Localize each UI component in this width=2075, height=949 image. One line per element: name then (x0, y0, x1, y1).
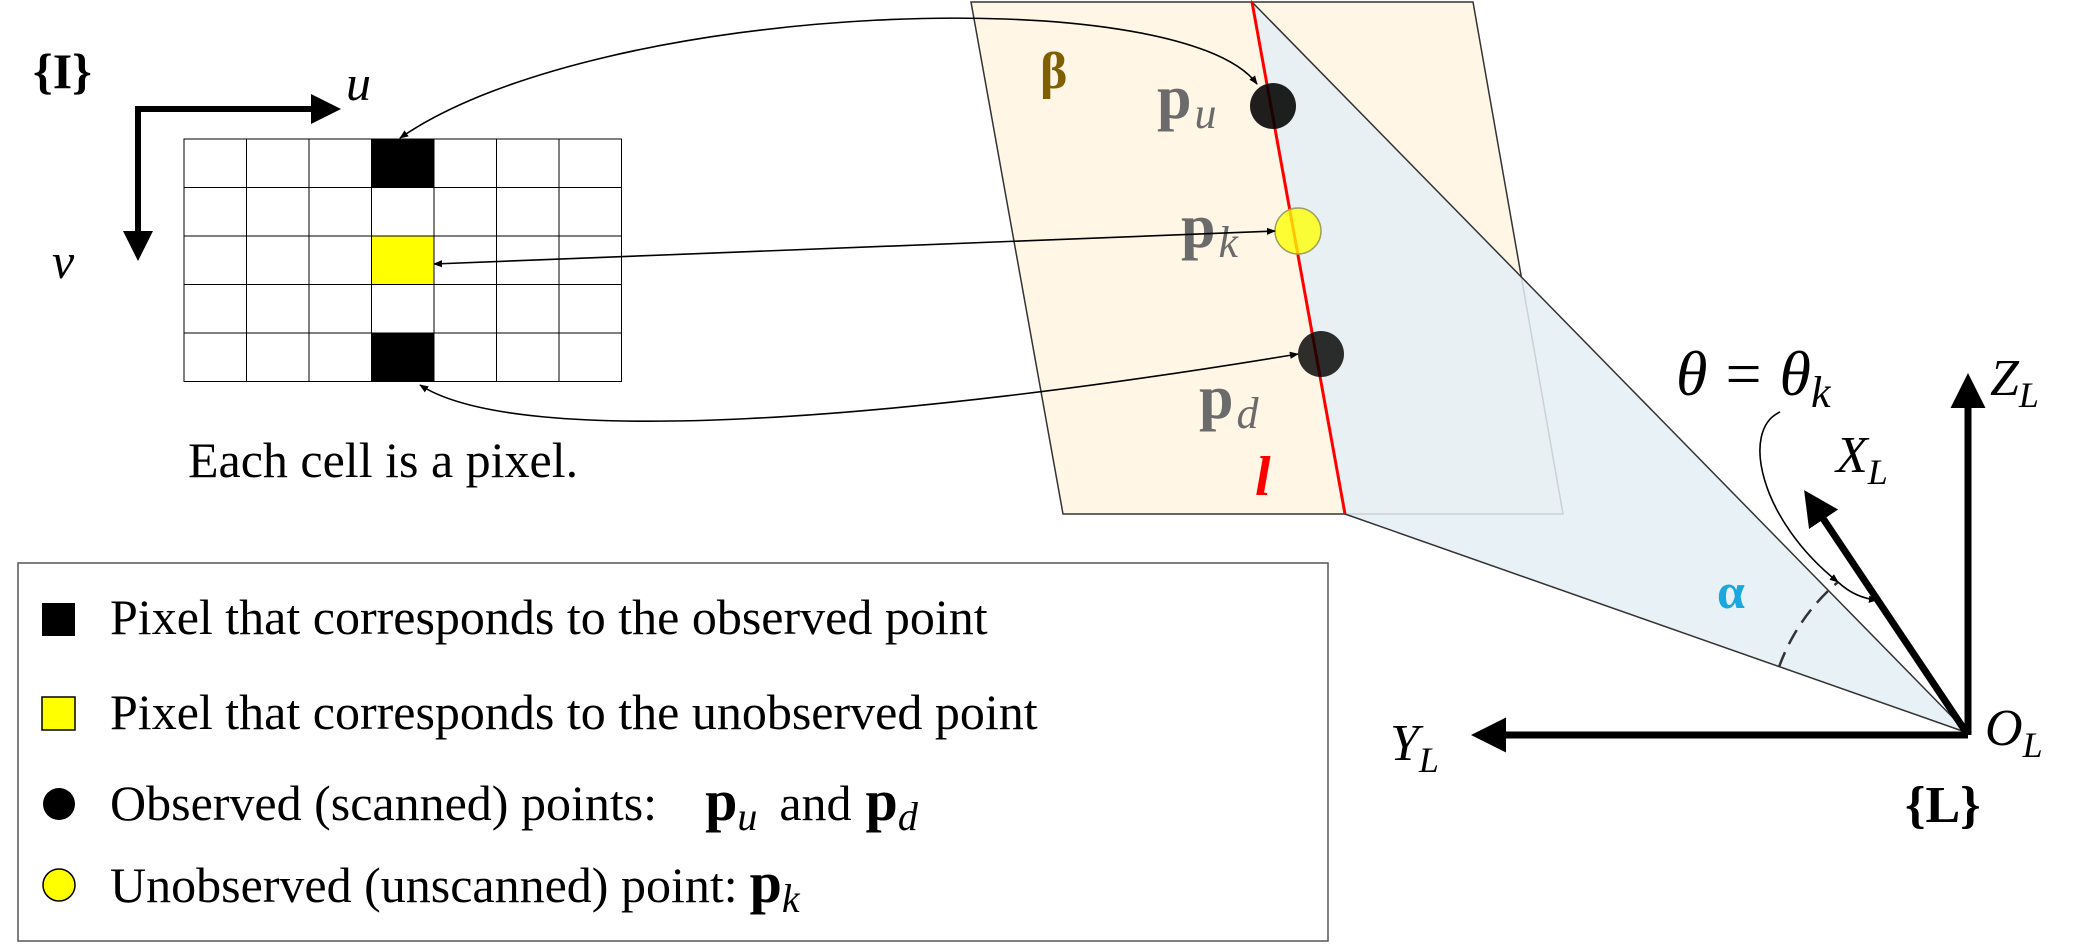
x-axis-label: XL (1834, 427, 1888, 492)
lidar-frame-label: {L} (1905, 777, 1981, 834)
pixel-cell (433, 235, 497, 285)
pixel-cell (433, 187, 497, 237)
pixel-cell-observed (371, 138, 435, 188)
pixel-cell (183, 187, 247, 237)
y-axis-label: YL (1390, 715, 1439, 780)
point-pd (1298, 331, 1344, 377)
laser-fan (1250, 0, 1969, 734)
arrow-pd-to-pixel (419, 351, 1299, 423)
pixel-cell (558, 332, 622, 382)
pixel-cell-unobserved (371, 235, 435, 285)
theta-arc-arrow (1837, 581, 1878, 603)
origin-label: OL (1985, 700, 2043, 765)
pixel-cell (371, 284, 435, 334)
alpha-label: α (1717, 563, 1745, 619)
point-pu (1250, 83, 1296, 129)
pixel-cell-observed (371, 332, 435, 382)
pixel-grid (183, 138, 622, 382)
pixel-cell (433, 332, 497, 382)
pixel-cell (308, 235, 372, 285)
legend: Pixel that corresponds to the observed p… (17, 562, 1329, 942)
x-axis-arrow (1804, 490, 1971, 737)
pixel-cell (558, 235, 622, 285)
theta-leader (1759, 411, 1839, 583)
image-frame-label: {I} (33, 43, 92, 99)
pixel-cell (433, 138, 497, 188)
pixel-cell (496, 284, 560, 334)
pixel-cell (308, 138, 372, 188)
legend-unobserved-point-dot (42, 868, 76, 902)
image-frame: {I} u v Each cell is a pixel. (33, 43, 622, 488)
z-axis-label: ZL (1990, 350, 2039, 415)
pixel-cell (558, 187, 622, 237)
pixel-cell (496, 138, 560, 188)
legend-observed-pixel-swatch (42, 603, 75, 636)
pixel-cell (433, 284, 497, 334)
correspondence-arrows (399, 17, 1299, 423)
theta-equation: θ=θk (1676, 338, 1832, 417)
arrow-pk-to-pixel (433, 227, 1276, 268)
pixel-cell (183, 138, 247, 188)
v-axis-label: v (52, 233, 75, 289)
pixel-cell (371, 187, 435, 237)
pixel-cell (246, 284, 310, 334)
arrow-pu-to-pixel (399, 17, 1258, 139)
legend-unobserved-pixel-swatch (41, 696, 76, 731)
legend-observed-point-dot (43, 788, 75, 820)
legend-unobserved-pixel-text: Pixel that corresponds to the unobserved… (110, 684, 1038, 740)
pixel-cell (496, 187, 560, 237)
lidar-frame: α θ=θk ZL XL YL OL {L} (1390, 338, 2043, 834)
pixel-cell (558, 284, 622, 334)
point-pk (1274, 207, 1322, 255)
legend-observed-pixel-text: Pixel that corresponds to the observed p… (110, 589, 988, 645)
image-caption: Each cell is a pixel. (188, 432, 578, 488)
pixel-cell (246, 332, 310, 382)
pixel-cell (496, 332, 560, 382)
line-l-label: l (1255, 446, 1271, 508)
u-axis-label: u (346, 55, 371, 111)
pixel-cell (308, 284, 372, 334)
pixel-cell (246, 187, 310, 237)
pixel-cell (246, 138, 310, 188)
pixel-cell (183, 235, 247, 285)
pixel-cell (308, 332, 372, 382)
legend-box (17, 562, 1329, 942)
beta-label: β (1040, 43, 1067, 100)
pixel-cell (246, 235, 310, 285)
pixel-cell (183, 332, 247, 382)
pixel-cell (308, 187, 372, 237)
pixel-cell (558, 138, 622, 188)
legend-unobserved-point: Unobserved (unscanned) point:pk (110, 850, 801, 921)
pixel-cell (183, 284, 247, 334)
alpha-arc (1777, 581, 1839, 668)
